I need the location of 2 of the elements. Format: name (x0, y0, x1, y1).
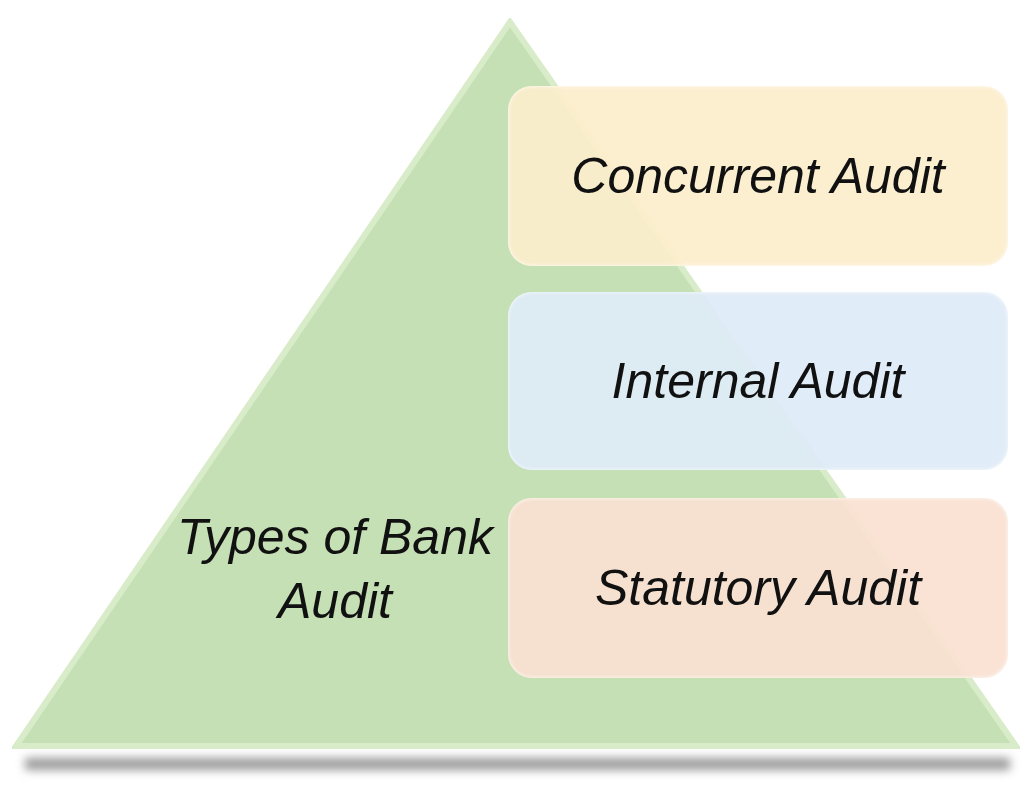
audit-type-box: Concurrent Audit (508, 86, 1008, 266)
triangle-label: Types of Bank Audit (176, 508, 496, 631)
